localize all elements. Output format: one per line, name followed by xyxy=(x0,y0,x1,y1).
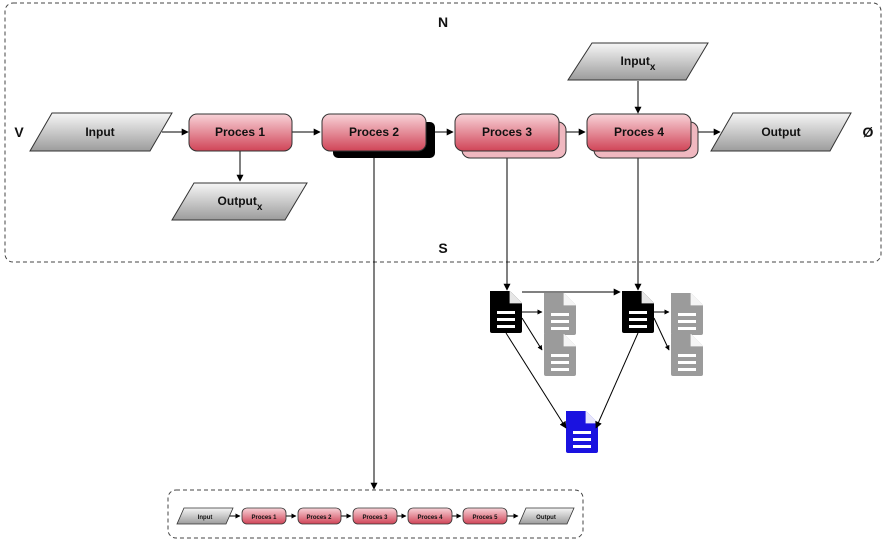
output-node: Output xyxy=(710,112,852,152)
label-v: V xyxy=(14,124,24,140)
svg-text:Proces 5: Proces 5 xyxy=(472,515,498,521)
edge-doc1-gray2 xyxy=(521,317,543,351)
svg-text:Proces 3: Proces 3 xyxy=(362,515,388,521)
mini-proces3-node: Proces 3 xyxy=(352,507,398,525)
svg-text:Proces 2: Proces 2 xyxy=(306,515,332,521)
input-node: Input xyxy=(29,112,173,152)
proces4-node: Proces 4 xyxy=(586,113,699,159)
input-x-node: Inputx xyxy=(567,42,709,81)
edge-doc1-blue xyxy=(505,332,567,429)
proces3-node: Proces 3 xyxy=(454,113,567,159)
doc-gray-1-icon xyxy=(543,292,577,336)
proces2-node: Proces 2 xyxy=(321,113,435,158)
doc-gray-2-icon xyxy=(543,333,577,377)
svg-text:Proces 1: Proces 1 xyxy=(251,515,277,521)
svg-text:Proces 4: Proces 4 xyxy=(417,515,443,521)
svg-text:Proces 3: Proces 3 xyxy=(482,125,532,139)
svg-text:Input: Input xyxy=(85,125,114,139)
edge-doc2-gray4 xyxy=(653,317,670,351)
doc-black-1-icon xyxy=(489,290,523,334)
doc-gray-4-icon xyxy=(670,333,704,377)
mini-proces1-node: Proces 1 xyxy=(241,507,287,525)
svg-text:Proces 2: Proces 2 xyxy=(349,125,399,139)
svg-text:Output: Output xyxy=(761,125,800,139)
svg-text:Proces 1: Proces 1 xyxy=(215,125,265,139)
label-n: N xyxy=(438,14,448,30)
svg-text:Input: Input xyxy=(198,515,213,521)
mini-flow-boundary xyxy=(167,489,584,539)
svg-text:Proces 4: Proces 4 xyxy=(614,125,664,139)
mini-proces2-node: Proces 2 xyxy=(297,507,342,525)
mini-proces5-node: Proces 5 xyxy=(462,507,508,525)
svg-text:Output: Output xyxy=(536,515,556,521)
label-o: Ø xyxy=(863,124,874,140)
output-x-node: Outputx xyxy=(171,182,308,221)
doc-black-2-icon xyxy=(621,290,655,334)
doc-gray-3-icon xyxy=(670,292,704,336)
doc-blue-icon xyxy=(565,410,599,454)
proces1-node: Proces 1 xyxy=(188,113,293,152)
system-boundary xyxy=(4,2,882,263)
svg-text:Inputx: Inputx xyxy=(621,54,656,73)
mini-input-node: Input xyxy=(176,507,234,525)
mini-proces4-node: Proces 4 xyxy=(407,507,453,525)
svg-text:Outputx: Outputx xyxy=(218,194,263,213)
label-s: S xyxy=(438,240,447,256)
edge-doc2-blue xyxy=(595,332,639,429)
mini-output-node: Output xyxy=(518,507,575,525)
